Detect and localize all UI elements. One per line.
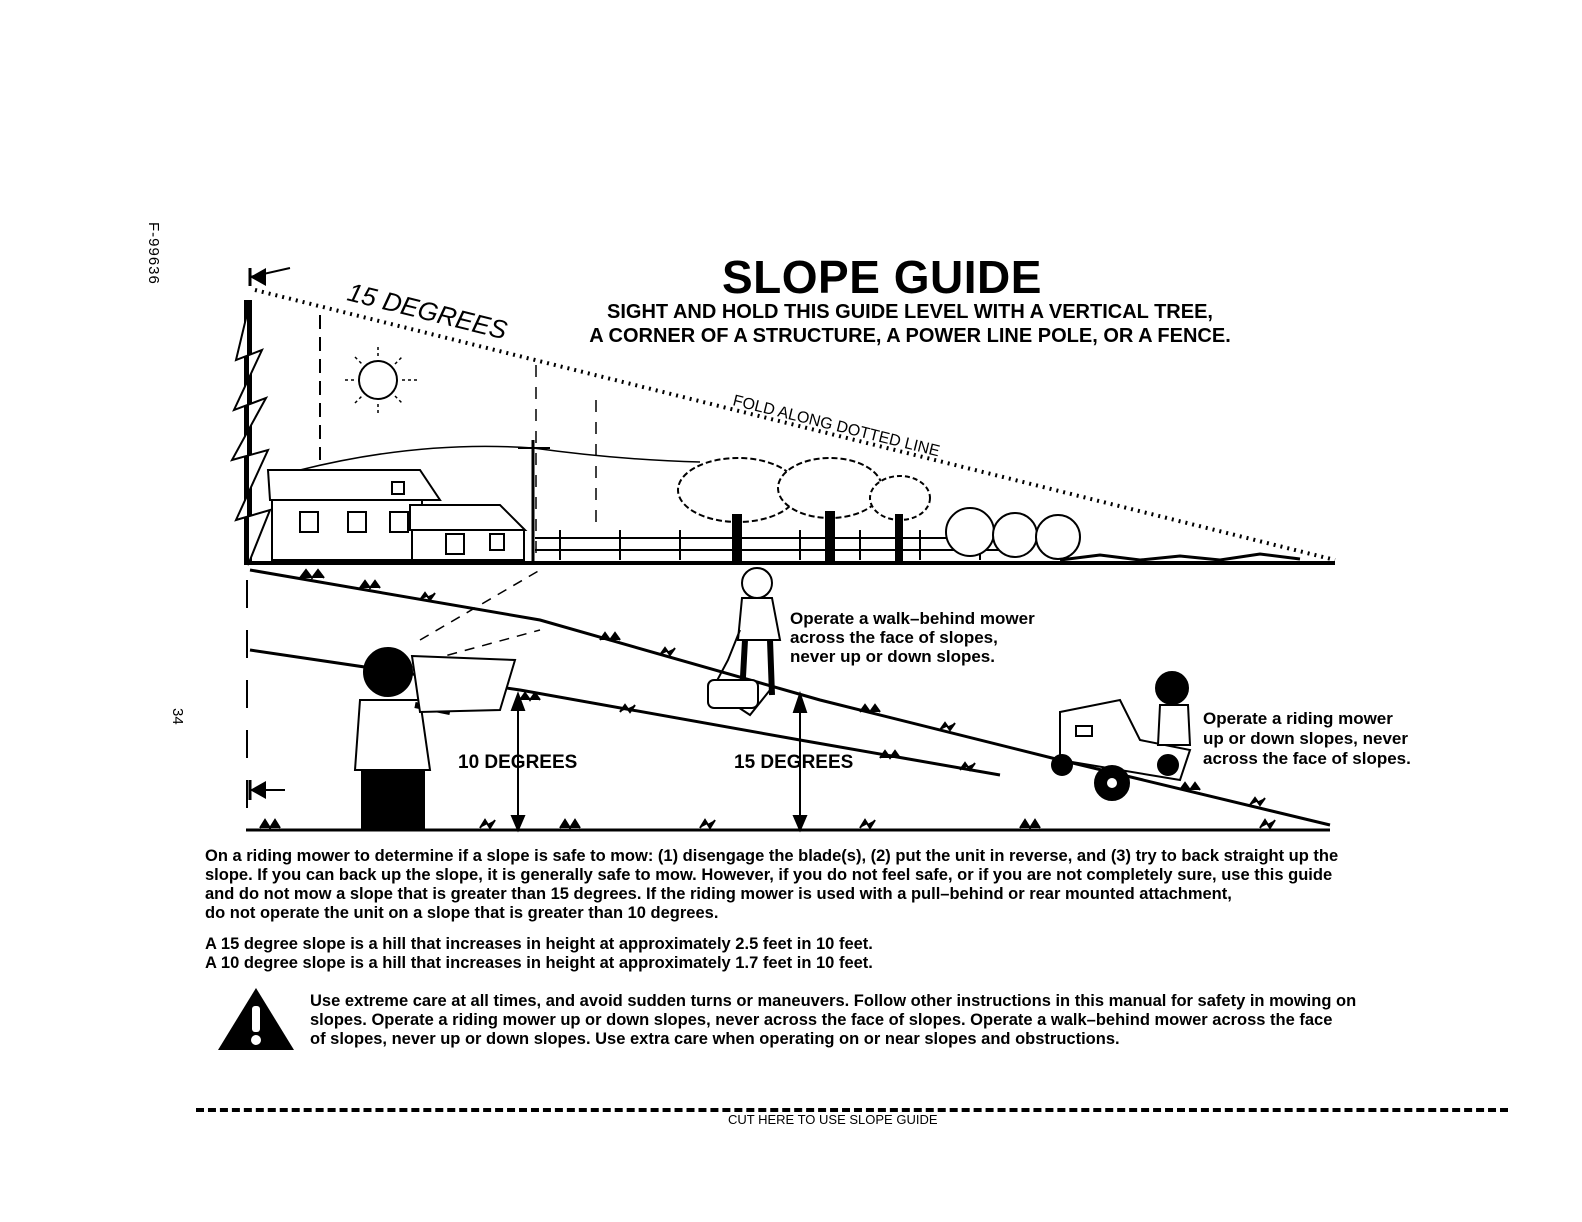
warning-line: slopes. Operate a riding mower up or dow… (310, 1011, 1333, 1029)
person-sighting-icon (353, 647, 517, 831)
safety-paragraph: On a riding mower to determine if a slop… (205, 847, 1525, 923)
fact-line: A 10 degree slope is a hill that increas… (205, 954, 873, 972)
walk-behind-mower-person-icon (707, 567, 782, 717)
bushes-icon (945, 507, 1081, 560)
fence-icon (535, 530, 1000, 560)
paragraph-line: On a riding mower to determine if a slop… (205, 847, 1339, 865)
slope-15-arrow-icon (792, 690, 808, 833)
walk-behind-note-line: across the face of slopes, (790, 628, 998, 647)
trees-icon (677, 457, 931, 561)
top-arrow-icon (248, 267, 291, 286)
paragraph-line: do not operate the unit on a slope that … (205, 904, 719, 922)
subtitle-line: A CORNER OF A STRUCTURE, A POWER LINE PO… (589, 325, 1231, 347)
fold-label: FOLD ALONG DOTTED LINE (731, 392, 941, 460)
slope-10-label: 10 DEGREES (458, 752, 577, 773)
fact-line: A 15 degree slope is a hill that increas… (205, 935, 873, 953)
house-icon (266, 469, 528, 561)
slope-facts: A 15 degree slope is a hill that increas… (205, 935, 873, 973)
sun-icon (345, 347, 420, 414)
riding-note: Operate a riding mower up or down slopes… (1203, 709, 1411, 768)
warning-line: Use extreme care at all times, and avoid… (310, 992, 1357, 1010)
subtitle: SIGHT AND HOLD THIS GUIDE LEVEL WITH A V… (540, 300, 1280, 348)
warning-text: Use extreme care at all times, and avoid… (310, 992, 1530, 1049)
cut-dashed-line (196, 1108, 1508, 1112)
paragraph-line: and do not mow a slope that is greater t… (205, 885, 1232, 903)
paragraph-line: slope. If you can back up the slope, it … (205, 866, 1333, 884)
walk-behind-note-line: never up or down slopes. (790, 647, 995, 666)
slope-15-label: 15 DEGREES (734, 752, 853, 773)
riding-note-line: across the face of slopes. (1203, 749, 1411, 768)
tree-icon (229, 300, 272, 566)
top-angle-label: 15 DEGREES (345, 277, 511, 346)
page-title: SLOPE GUIDE (722, 251, 1042, 303)
bottom-arrow-icon (248, 780, 285, 800)
power-pole-icon (299, 440, 701, 565)
walk-behind-note: Operate a walk–behind mower across the f… (790, 609, 1035, 666)
riding-note-line: Operate a riding mower (1203, 709, 1393, 728)
riding-note-line: up or down slopes, never (1203, 729, 1408, 748)
warning-triangle-icon (218, 988, 294, 1050)
riding-mower-icon (1051, 671, 1192, 801)
subtitle-line: SIGHT AND HOLD THIS GUIDE LEVEL WITH A V… (607, 301, 1213, 323)
warning-line: of slopes, never up or down slopes. Use … (310, 1030, 1120, 1048)
cut-label: CUT HERE TO USE SLOPE GUIDE (728, 1112, 938, 1127)
walk-behind-note-line: Operate a walk–behind mower (790, 609, 1035, 628)
slope-10-arrow-icon (510, 691, 526, 833)
